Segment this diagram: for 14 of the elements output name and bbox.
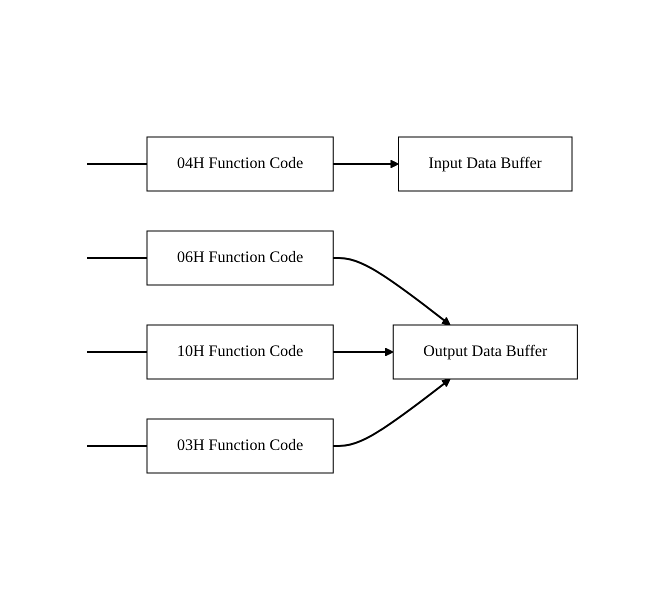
connector	[87, 351, 148, 353]
node-box: 10H Function Code	[146, 324, 334, 380]
connector	[87, 257, 148, 259]
arrow	[334, 257, 451, 326]
node-box: 04H Function Code	[146, 136, 334, 192]
node-box: 03H Function Code	[146, 418, 334, 474]
connector	[87, 163, 148, 165]
connector	[87, 445, 148, 447]
arrow	[334, 160, 400, 168]
node-box: 06H Function Code	[146, 230, 334, 286]
node-box: Input Data Buffer	[398, 136, 573, 192]
node-box: Output Data Buffer	[393, 324, 578, 380]
arrow	[334, 378, 451, 447]
arrow	[334, 348, 394, 356]
